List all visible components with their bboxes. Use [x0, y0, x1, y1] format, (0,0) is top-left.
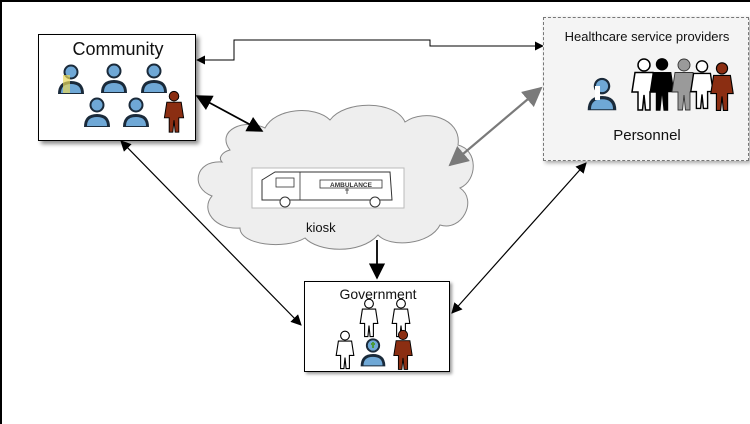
connector-healthcare-kiosk	[448, 86, 543, 167]
connector-community-healthcare	[196, 39, 544, 65]
connector-healthcare-government	[451, 162, 587, 314]
healthcare-title: Healthcare service providers	[564, 29, 730, 44]
community-title: Community	[72, 39, 164, 59]
healthcare-node: Healthcare service providers Personnel	[543, 17, 749, 161]
ambulance-text: AMBULANCE	[330, 182, 373, 189]
government-title: Government	[339, 286, 417, 302]
community-people-icon	[58, 63, 185, 133]
healthcare-people-icon	[587, 58, 734, 111]
government-people-icon	[335, 298, 413, 370]
kiosk-label: kiosk	[306, 220, 336, 235]
ambulance-icon: AMBULANCE	[251, 167, 405, 209]
personnel-label: Personnel	[613, 127, 681, 144]
connector-community-kiosk	[195, 95, 264, 132]
connector-community-government	[120, 140, 302, 326]
government-node: Government	[304, 281, 450, 372]
community-node: Community	[38, 34, 196, 141]
